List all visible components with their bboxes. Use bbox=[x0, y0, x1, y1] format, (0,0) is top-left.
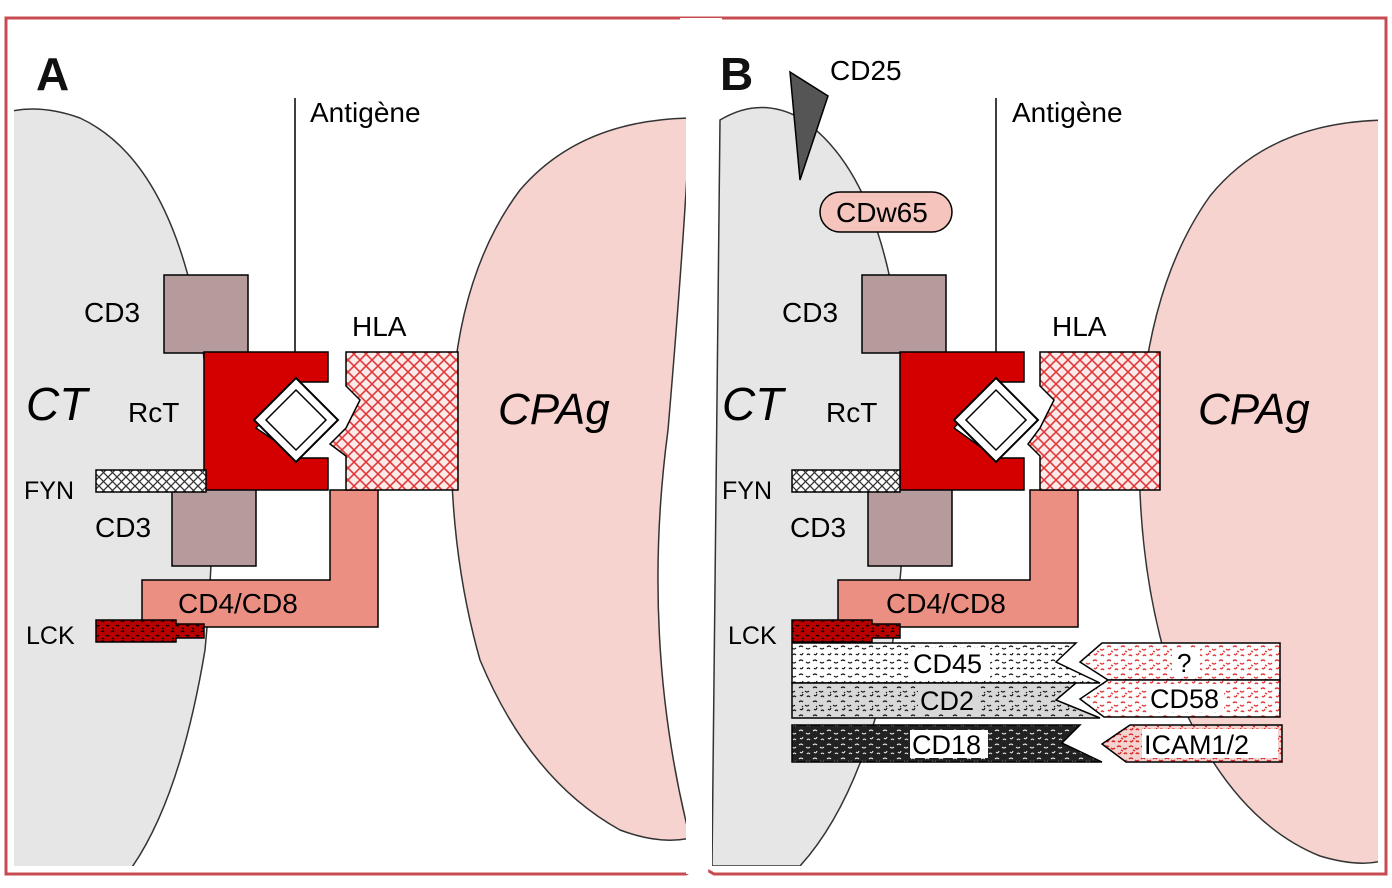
rct-label-b: RcT bbox=[826, 397, 877, 428]
hla-label-a: HLA bbox=[352, 311, 407, 342]
fyn-bar-a bbox=[95, 469, 207, 493]
cd58-label: CD58 bbox=[1150, 684, 1219, 714]
panel-a: A Antigène HLA CD3 CD3 RcT CT CPAg FYN L… bbox=[14, 48, 686, 866]
lck-bar-b bbox=[791, 619, 901, 643]
lck-bar-a bbox=[95, 619, 205, 643]
cd3-bottom-a bbox=[171, 487, 257, 567]
antigen-label-a: Antigène bbox=[310, 97, 421, 128]
rct-label-a: RcT bbox=[128, 397, 179, 428]
panel-b: B CD25 CDw65 Antigène HLA CD3 CD3 RcT CT… bbox=[712, 48, 1378, 866]
panel-divider bbox=[680, 18, 722, 874]
icam-label-bg bbox=[1142, 729, 1278, 758]
fyn-label-b: FYN bbox=[722, 477, 772, 505]
rct-b bbox=[899, 351, 1025, 491]
cd4cd8-label-a: CD4/CD8 bbox=[178, 588, 298, 619]
cd25-label: CD25 bbox=[830, 55, 902, 86]
lck-label-a: LCK bbox=[26, 622, 75, 650]
cd4cd8-label-b: CD4/CD8 bbox=[886, 588, 1006, 619]
cdw65-pill bbox=[819, 191, 953, 233]
antigen-label-b: Antigène bbox=[1012, 97, 1123, 128]
cd3-top-label-b: CD3 bbox=[782, 297, 838, 328]
cd2-label-bg bbox=[918, 686, 978, 714]
cpag-label-b: CPAg bbox=[1198, 385, 1310, 434]
panel-letter-a: A bbox=[36, 48, 69, 100]
cd18-label-bg bbox=[910, 730, 988, 758]
hla-a bbox=[328, 351, 459, 491]
lck-label-b: LCK bbox=[728, 622, 777, 650]
cd2-label: CD2 bbox=[920, 686, 974, 716]
cd58-label-bg bbox=[1148, 684, 1224, 712]
hla-b bbox=[1027, 351, 1161, 491]
unknown-label-bg bbox=[1172, 648, 1200, 676]
panel-letter-b: B bbox=[720, 48, 753, 100]
cd45-label-bg bbox=[910, 648, 990, 678]
cd3-bottom-label-a: CD3 bbox=[95, 512, 151, 543]
cd3-top-a bbox=[163, 274, 249, 354]
cd25-wedge bbox=[789, 70, 829, 181]
icam-label: ICAM1/2 bbox=[1144, 730, 1249, 760]
hla-label-b: HLA bbox=[1052, 311, 1107, 342]
cd3-bottom-b bbox=[867, 487, 953, 567]
unknown-label: ? bbox=[1177, 648, 1191, 678]
cdw65-label: CDw65 bbox=[836, 197, 928, 228]
ct-label-a: CT bbox=[26, 378, 90, 430]
ct-label-b: CT bbox=[722, 378, 786, 430]
cd3-top-label-a: CD3 bbox=[84, 297, 140, 328]
apc-cell-a bbox=[450, 117, 686, 841]
fyn-bar-b bbox=[791, 469, 901, 493]
cd18-label: CD18 bbox=[912, 730, 981, 760]
cd3-top-b bbox=[861, 274, 947, 354]
cd45-label: CD45 bbox=[913, 649, 982, 679]
cpag-label-a: CPAg bbox=[498, 385, 610, 434]
antigen-diamond-inner-b bbox=[964, 388, 1028, 452]
fyn-label-a: FYN bbox=[24, 477, 74, 505]
antigen-diamond-inner-a bbox=[264, 388, 328, 452]
cd3-bottom-label-b: CD3 bbox=[790, 512, 846, 543]
